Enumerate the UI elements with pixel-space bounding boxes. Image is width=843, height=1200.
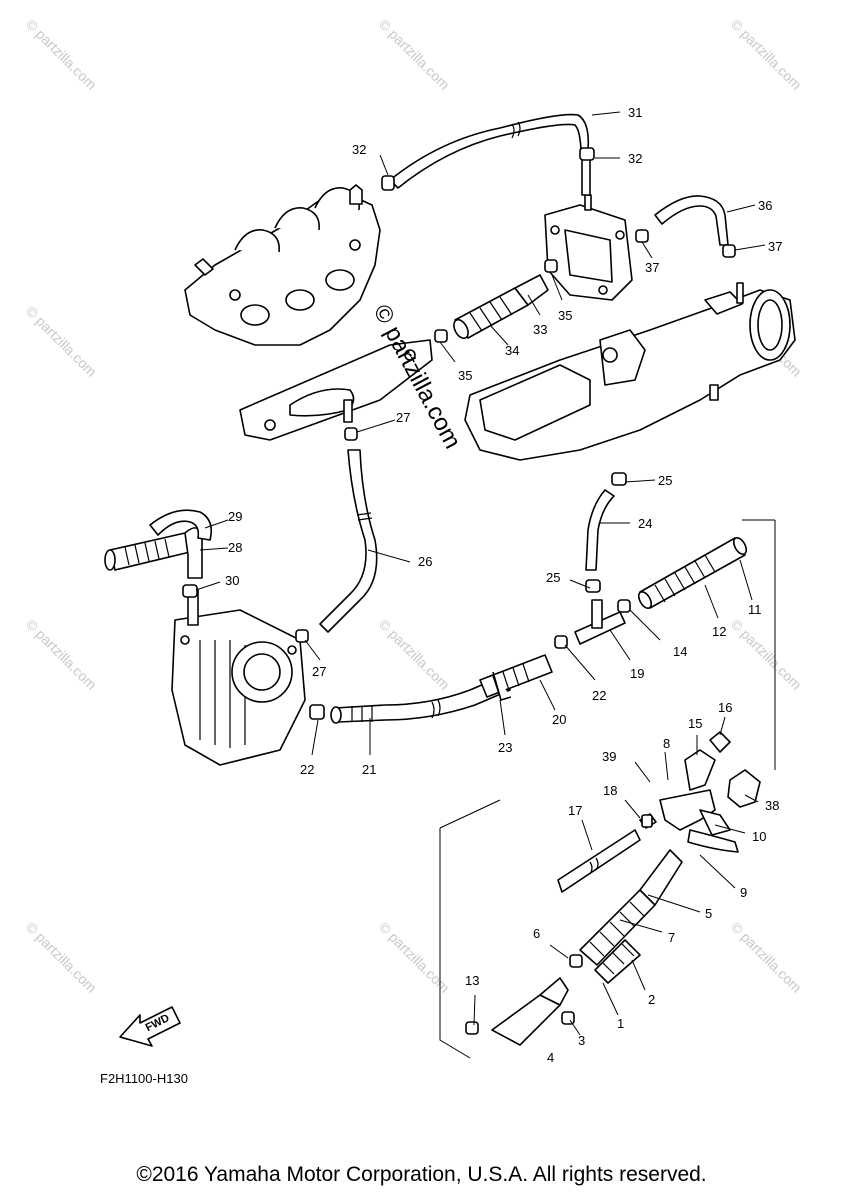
callout-34: 34 — [505, 343, 519, 358]
hose-21-20 — [330, 654, 553, 724]
lower-assembly — [491, 731, 761, 1046]
callout-37: 37 — [768, 239, 782, 254]
callout-22: 22 — [300, 762, 314, 777]
exhaust-flange — [239, 339, 433, 441]
pump-housing — [171, 589, 306, 766]
callout-35: 35 — [458, 368, 472, 383]
callout-2: 2 — [648, 992, 655, 1007]
callout-19: 19 — [630, 666, 644, 681]
hose-36 — [654, 195, 729, 246]
leader-lines — [195, 111, 766, 1046]
callout-9: 9 — [740, 885, 747, 900]
watermark: © partzilla.com — [376, 919, 453, 996]
callout-15: 15 — [688, 716, 702, 731]
exhaust-body — [464, 282, 796, 461]
bellows-11-12 — [637, 537, 748, 609]
watermark: © partzilla.com — [23, 919, 100, 996]
callout-22: 22 — [592, 688, 606, 703]
watermark: © partzilla.com — [376, 16, 453, 93]
watermark: © partzilla.com — [23, 616, 100, 693]
callout-25: 25 — [546, 570, 560, 585]
callout-39: 39 — [602, 749, 616, 764]
bellows-34 — [453, 274, 549, 340]
callout-33: 33 — [533, 322, 547, 337]
callout-32: 32 — [628, 151, 642, 166]
hose-24 — [585, 489, 615, 571]
hose-31 — [389, 113, 591, 196]
callout-23: 23 — [498, 740, 512, 755]
watermark: © partzilla.com — [23, 16, 100, 93]
callout-27: 27 — [396, 410, 410, 425]
watermark: © partzilla.com — [728, 919, 805, 996]
lower-box-outline — [439, 519, 776, 1059]
watermark: © partzilla.com — [728, 616, 805, 693]
callout-37: 37 — [645, 260, 659, 275]
callout-3: 3 — [578, 1033, 585, 1048]
callout-8: 8 — [663, 736, 670, 751]
fwd-arrow-icon: FWD — [119, 1006, 181, 1047]
callout-13: 13 — [465, 973, 479, 988]
callout-6: 6 — [533, 926, 540, 941]
callout-35: 35 — [558, 308, 572, 323]
callout-32: 32 — [352, 142, 366, 157]
copyright-notice: ©2016 Yamaha Motor Corporation, U.S.A. A… — [136, 1163, 707, 1186]
callout-11: 11 — [748, 602, 762, 617]
callout-7: 7 — [668, 930, 675, 945]
callout-1: 1 — [617, 1016, 624, 1031]
watermark: © partzilla.com — [376, 616, 453, 693]
callout-25: 25 — [658, 473, 672, 488]
callout-27: 27 — [312, 664, 326, 679]
callout-30: 30 — [225, 573, 239, 588]
callout-38: 38 — [765, 798, 779, 813]
clamps — [182, 147, 736, 1035]
callout-18: 18 — [603, 783, 617, 798]
exhaust-manifold — [184, 184, 381, 346]
tee-fitting-19 — [574, 599, 626, 645]
callout-28: 28 — [228, 540, 242, 555]
callout-36: 36 — [758, 198, 772, 213]
callout-20: 20 — [552, 712, 566, 727]
diagram-code: F2H1100-H130 — [100, 1071, 188, 1086]
callout-14: 14 — [673, 644, 687, 659]
callout-4: 4 — [547, 1050, 554, 1065]
callout-17: 17 — [568, 803, 582, 818]
watermark: © partzilla.com — [728, 16, 805, 93]
watermark: © partzilla.com — [23, 303, 100, 380]
callout-31: 31 — [628, 105, 642, 120]
callout-5: 5 — [705, 906, 712, 921]
callout-21: 21 — [362, 762, 376, 777]
callout-16: 16 — [718, 700, 732, 715]
callout-29: 29 — [228, 509, 242, 524]
callout-24: 24 — [638, 516, 652, 531]
hose-26 — [319, 449, 378, 633]
water-jacket-plate — [544, 194, 633, 301]
bellows-28-29 — [104, 509, 213, 579]
callout-10: 10 — [752, 829, 766, 844]
callout-26: 26 — [418, 554, 432, 569]
callout-12: 12 — [712, 624, 726, 639]
callouts: 31 32 32 36 37 37 33 35 34 35 27 25 24 2… — [225, 105, 782, 1065]
